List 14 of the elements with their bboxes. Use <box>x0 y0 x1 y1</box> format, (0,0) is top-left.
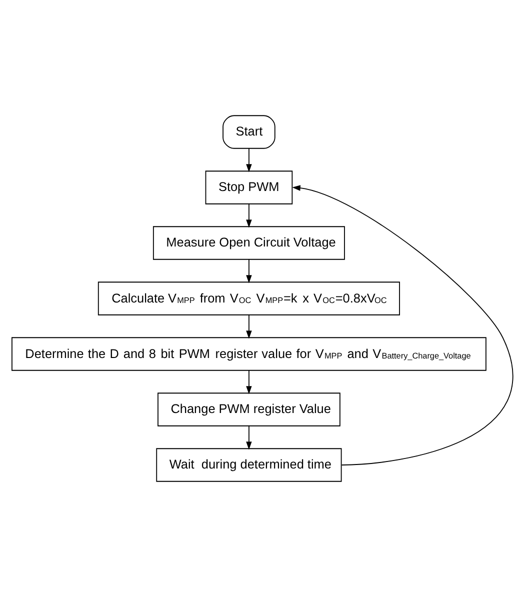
arrow <box>246 314 252 338</box>
node-box: Change PWM register Value <box>158 392 340 426</box>
arrow <box>246 203 252 228</box>
node-box: Measure Open Circuit Voltage <box>152 226 345 260</box>
node-box: Start <box>222 114 276 148</box>
arrow <box>246 148 252 172</box>
node-box: Calculate VMPP from VOC VMPP=k x VOC=0.8xVOC <box>98 281 400 315</box>
arrow <box>246 424 252 450</box>
node-box: Wait during determined time <box>156 448 342 482</box>
node-box: Stop PWM <box>205 170 293 204</box>
arrow <box>246 369 252 394</box>
arrow <box>292 184 513 465</box>
arrow <box>246 258 252 283</box>
node-box: Determine the D and 8 bit PWM register value for VMPP and VBattery_Charge_Voltage <box>12 336 486 370</box>
